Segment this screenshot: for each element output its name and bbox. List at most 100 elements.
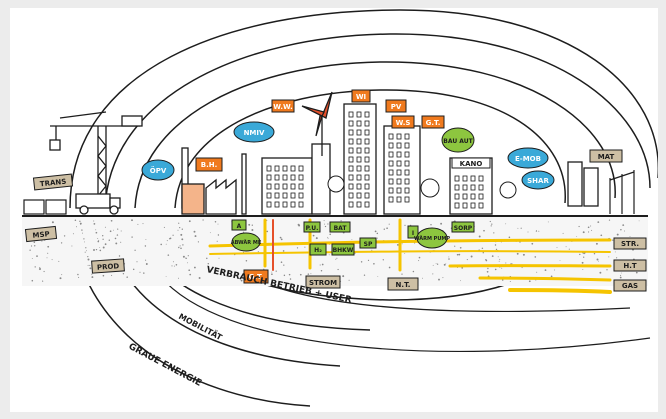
soil-dot xyxy=(340,220,342,222)
soil-dot xyxy=(442,277,444,279)
window xyxy=(274,201,280,208)
line-gas-bg xyxy=(613,279,647,292)
soil-dot xyxy=(182,244,184,246)
soil-dot xyxy=(283,274,286,277)
soil-dot xyxy=(275,270,277,272)
window xyxy=(348,120,354,127)
yellow-pipe-5 xyxy=(508,288,612,294)
window xyxy=(396,169,402,176)
soil-dot xyxy=(172,261,174,263)
soil-dot xyxy=(145,259,147,261)
soil-dot xyxy=(99,249,102,252)
window xyxy=(364,138,370,145)
underground-nodes: A ABWÄR ME P.U. BAT H₂ BHKW SP I WÄRM PU… xyxy=(231,219,475,256)
soil-dot xyxy=(218,257,220,259)
soil-dot xyxy=(600,234,603,237)
soil-dot xyxy=(324,225,327,228)
soil-dot xyxy=(614,251,616,253)
soil-dot xyxy=(520,227,522,229)
window xyxy=(348,192,354,199)
soil-dot xyxy=(596,258,599,261)
window xyxy=(462,202,468,209)
soil-dot xyxy=(198,277,201,279)
soil-dot xyxy=(386,227,388,230)
soil-dot xyxy=(99,246,101,248)
soil-dot xyxy=(82,232,83,234)
node-a-bg xyxy=(231,219,247,231)
soil-dot xyxy=(116,234,119,236)
window xyxy=(298,192,304,199)
soil-dot xyxy=(521,267,523,269)
soil-dot xyxy=(328,254,330,256)
soil-dot xyxy=(202,219,204,221)
soil-dot xyxy=(440,222,443,225)
window xyxy=(388,196,394,203)
soil-dot xyxy=(34,266,36,268)
tag-trans: TRANS xyxy=(40,178,67,189)
soil-dot xyxy=(489,220,491,223)
window xyxy=(356,183,362,190)
soil-dot xyxy=(102,274,105,277)
node-waerme-pump: WÄRM PUMP xyxy=(414,235,450,242)
soil-dot xyxy=(188,220,191,223)
soil-dot xyxy=(342,275,345,278)
tag-msp-bg xyxy=(24,225,58,243)
crane xyxy=(49,111,143,197)
soil-dot xyxy=(206,257,208,260)
window xyxy=(290,183,296,190)
window xyxy=(396,133,402,140)
soil-dot xyxy=(323,220,325,222)
soil-dot xyxy=(315,237,318,240)
kano-sign-text: KANO xyxy=(460,160,483,168)
soil-dot xyxy=(619,276,622,279)
tag-ww-bg xyxy=(271,99,295,113)
soil-dot xyxy=(263,268,265,270)
line-ht: H.T xyxy=(623,262,637,270)
soil-dot xyxy=(329,233,331,236)
window xyxy=(462,193,468,200)
window xyxy=(364,147,370,154)
soil-dot xyxy=(324,223,326,225)
soil-dot xyxy=(87,256,89,258)
soil-dot xyxy=(598,260,599,262)
tag-trans-bg xyxy=(32,173,74,191)
soil-dot xyxy=(583,252,586,255)
window xyxy=(470,202,476,209)
window xyxy=(282,192,288,199)
window xyxy=(298,183,304,190)
soil-dot xyxy=(178,246,180,249)
soil-dot xyxy=(87,264,89,266)
window xyxy=(388,160,394,167)
soil-dot xyxy=(29,249,31,251)
window xyxy=(388,169,394,176)
window xyxy=(454,193,460,200)
window xyxy=(478,202,484,209)
soil-dot xyxy=(327,223,329,225)
soil-dot xyxy=(189,273,192,276)
soil-dot xyxy=(588,231,590,233)
soil-dot xyxy=(578,225,580,228)
soil-dot xyxy=(102,246,105,249)
window xyxy=(356,111,362,118)
soil-dot xyxy=(95,229,97,231)
tag-gt-top: G.T. xyxy=(426,119,441,127)
soil-dot xyxy=(251,224,253,226)
soil-dot xyxy=(579,253,581,256)
soil-dot xyxy=(401,273,403,275)
tag-wi-bg xyxy=(351,89,371,103)
soil-dot xyxy=(47,245,50,248)
window xyxy=(274,192,280,199)
soil-dot xyxy=(104,243,107,246)
tag-wi: WI xyxy=(356,93,366,101)
soil-dot xyxy=(534,256,537,258)
window xyxy=(470,175,476,182)
soil-dot xyxy=(165,243,167,245)
trees xyxy=(327,175,517,199)
soil-dot xyxy=(181,228,183,230)
node-a: A xyxy=(237,223,242,230)
window xyxy=(364,165,370,172)
soil-dot xyxy=(243,231,245,233)
soil-dot xyxy=(337,268,339,271)
soil-dot xyxy=(72,233,74,235)
soil-dot xyxy=(581,261,584,264)
